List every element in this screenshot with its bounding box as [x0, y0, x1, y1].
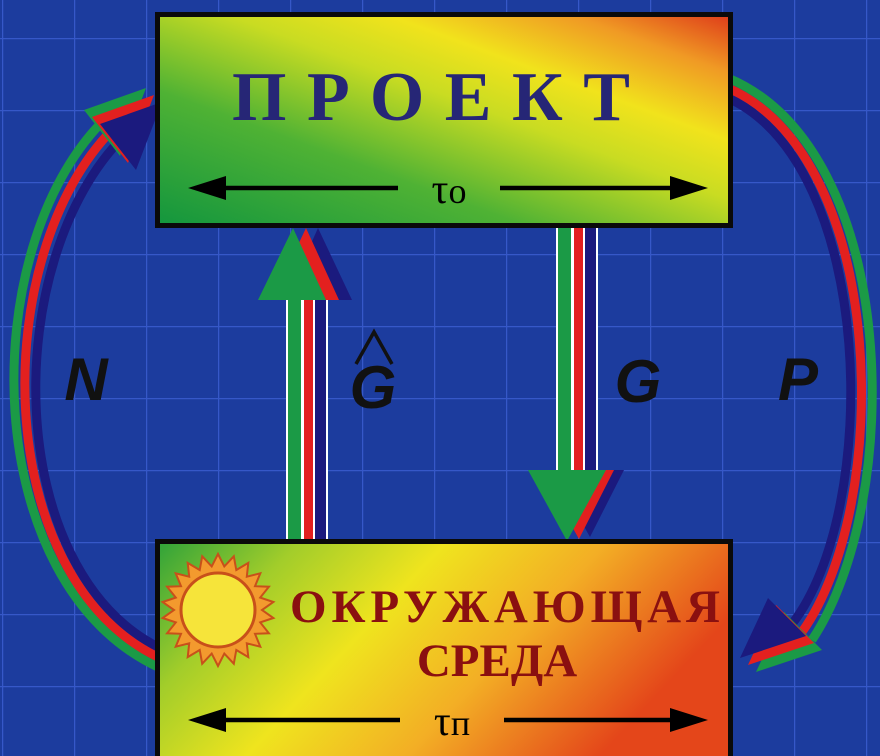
right-arrow-navy-stripe: [726, 93, 856, 627]
environment-time-head-left: [188, 708, 226, 732]
project-box-fill: [157, 14, 731, 226]
project-box: ПРОЕКТ τо: [155, 12, 733, 228]
down-arrow-green-head: [528, 470, 606, 541]
project-box-border: [155, 12, 733, 228]
up-arrow-green-head: [258, 228, 326, 300]
environment-time-label: τп: [434, 699, 470, 745]
project-time-head-right: [670, 176, 708, 200]
up-arrow-red-stripe: [304, 296, 313, 542]
environment-time-index: п: [451, 703, 470, 743]
center-up-arrow: [258, 228, 352, 542]
center-down-flow-label: G: [615, 348, 662, 415]
project-time-symbol: τ: [432, 167, 449, 213]
right-flow-label: P: [778, 346, 819, 413]
left-arrow-red-stripe: [20, 124, 162, 663]
sun-icon: [160, 551, 276, 669]
center-down-arrow: [528, 226, 624, 541]
left-curved-arrow: [9, 88, 162, 673]
down-arrow-red-stripe: [574, 226, 583, 474]
down-arrow-navy-stripe: [585, 226, 596, 474]
hat-accent: [354, 328, 394, 365]
environment-time-symbol: τ: [434, 699, 451, 745]
up-arrow-navy-stripe: [315, 296, 326, 542]
up-arrow-green-stripe: [288, 296, 301, 542]
left-arrow-navy-head: [100, 102, 162, 170]
environment-time-head-right: [670, 708, 708, 732]
project-time-index: о: [448, 171, 466, 211]
left-arrow-navy-stripe: [31, 132, 162, 653]
down-arrow-green-stripe: [558, 226, 571, 474]
environment-title-line1: ОКРУЖАЮЩАЯ: [290, 581, 720, 633]
environment-title-line2: СРЕДА: [417, 635, 577, 687]
right-arrow-navy-head: [740, 598, 806, 658]
environment-box: ОКРУЖАЮЩАЯ СРЕДА τп: [155, 539, 733, 756]
left-arrow-green-stripe: [9, 116, 162, 673]
left-flow-label: N: [64, 346, 109, 413]
project-time-arrow: τо: [188, 167, 708, 213]
right-curved-arrow: [726, 73, 877, 672]
center-up-flow-letter: G: [350, 354, 397, 421]
right-arrow-red-stripe: [726, 83, 866, 635]
environment-box-border: [155, 539, 733, 756]
project-time-head-left: [188, 176, 226, 200]
sun-core: [179, 571, 257, 649]
right-arrow-green-stripe: [726, 73, 877, 643]
project-time-label: τо: [432, 167, 467, 213]
center-up-flow-label: G: [350, 328, 397, 421]
environment-time-arrow: τп: [188, 699, 708, 745]
